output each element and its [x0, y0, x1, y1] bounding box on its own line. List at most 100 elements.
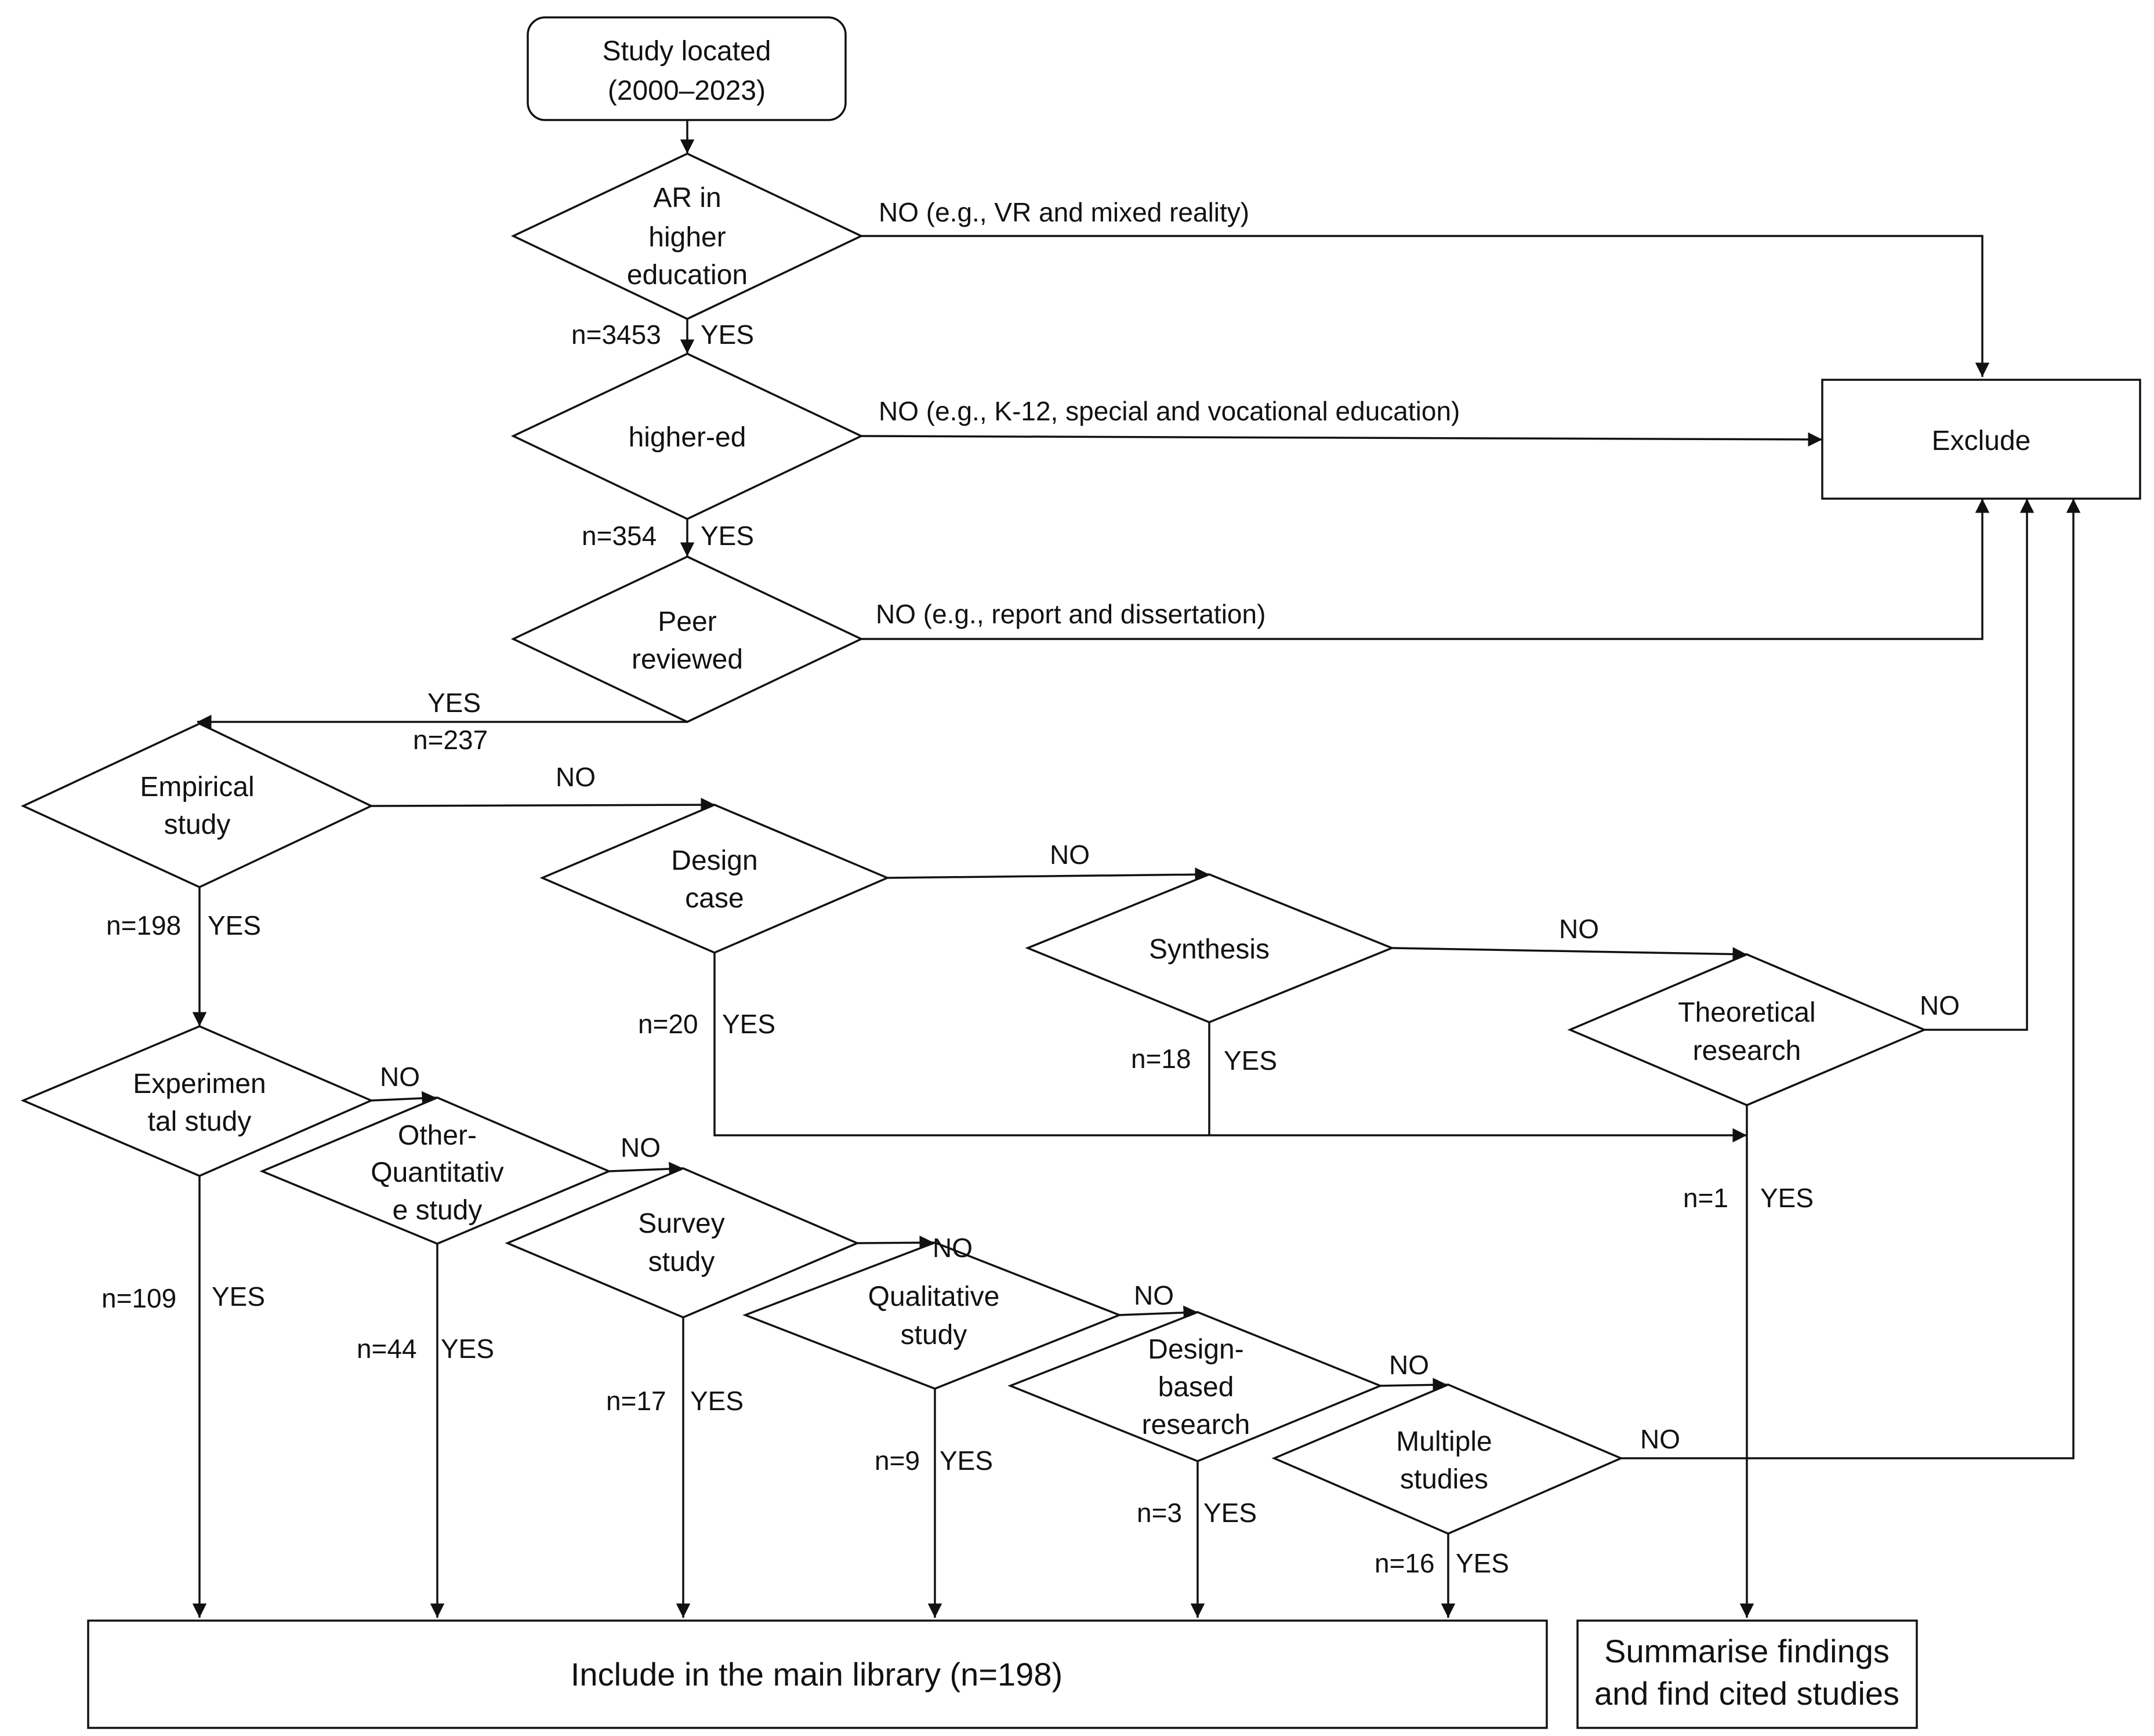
qualitative-line-1: Qualitative: [868, 1281, 1000, 1312]
dbr-yes-label: YES: [1203, 1498, 1257, 1528]
otherquant-yes-count: n=44: [357, 1334, 417, 1364]
ar-line-3: education: [627, 260, 748, 290]
edge-ar-no-to-exclude: [861, 235, 1990, 377]
ar-yes-label: YES: [701, 319, 754, 350]
decision-qualitative-study: Qualitative study: [742, 1241, 1122, 1390]
theoretical-yes-count: n=1: [1683, 1183, 1728, 1213]
edge-designcase-yes: [713, 953, 1747, 1143]
dbr-line-2: based: [1158, 1372, 1234, 1403]
otherquant-line-1: Other-: [398, 1120, 477, 1151]
edge-qualitative-no: [1119, 1305, 1198, 1320]
empirical-line-1: Empirical: [140, 772, 254, 802]
peer-no-label: NO (e.g., report and dissertation): [876, 599, 1265, 629]
theoretical-no-label: NO: [1920, 990, 1960, 1020]
experimental-yes-count: n=109: [101, 1283, 176, 1313]
survey-no-label: NO: [933, 1233, 973, 1263]
designcase-line-2: case: [685, 883, 744, 914]
otherquant-no-label: NO: [621, 1132, 661, 1163]
ar-line-1: AR in: [653, 183, 721, 213]
dbr-line-1: Design-: [1148, 1334, 1243, 1365]
highered-no-label: NO (e.g., K-12, special and vocational e…: [879, 396, 1460, 426]
edge-otherquant-no: [608, 1161, 684, 1176]
qualitative-no-label: NO: [1134, 1280, 1174, 1310]
experimental-yes-label: YES: [212, 1281, 265, 1312]
empirical-no-label: NO: [556, 762, 596, 792]
decision-synthesis: Synthesis: [1025, 873, 1395, 1023]
connectors: [192, 120, 2081, 1618]
survey-line-2: study: [648, 1247, 715, 1277]
dbr-no-label: NO: [1389, 1350, 1429, 1380]
empirical-yes-label: YES: [208, 910, 261, 940]
decision-experimental-study: Experimen tal study: [20, 1025, 374, 1177]
start-node-study-located: Study located (2000–2023): [527, 16, 847, 121]
nodes: Study located (2000–2023) AR in higher e…: [20, 16, 2141, 1729]
edge-multiple-no: [1621, 499, 2081, 1459]
peer-yes-count: n=237: [413, 725, 488, 755]
qualitative-line-2: study: [901, 1320, 967, 1350]
multiple-no-label: NO: [1640, 1424, 1680, 1454]
multiple-line-1: Multiple: [1396, 1426, 1492, 1457]
decision-design-case: Design case: [539, 804, 890, 954]
edge-peer-no-to-exclude: [861, 499, 1990, 640]
qualitative-yes-label: YES: [940, 1446, 993, 1476]
synthesis-no-label: NO: [1559, 914, 1599, 944]
end-node-summarise-findings: Summarise findings and find cited studie…: [1576, 1619, 1918, 1729]
empirical-yes-count: n=198: [106, 910, 181, 940]
edge-highered-no-to-exclude: [861, 432, 1823, 447]
decision-multiple-studies: Multiple studies: [1271, 1383, 1624, 1535]
dbr-line-3: research: [1142, 1410, 1250, 1440]
highered-yes-label: YES: [701, 521, 754, 551]
end-node-exclude: Exclude: [1821, 379, 2141, 500]
experimental-line-1: Experimen: [133, 1069, 266, 1099]
edge-designcase-no: [887, 867, 1210, 882]
study-located-line-2: (2000–2023): [608, 75, 766, 106]
highered-yes-count: n=354: [582, 521, 657, 551]
ar-no-label: NO (e.g., VR and mixed reality): [879, 197, 1249, 227]
qualitative-yes-count: n=9: [875, 1446, 920, 1476]
decision-survey-study: Survey study: [505, 1167, 860, 1319]
dbr-yes-count: n=3: [1137, 1498, 1182, 1528]
survey-yes-count: n=17: [606, 1386, 666, 1416]
theoretical-line-2: research: [1693, 1036, 1801, 1066]
edge-synthesis-no: [1391, 947, 1747, 961]
synthesis-yes-count: n=18: [1131, 1044, 1191, 1074]
multiple-yes-count: n=16: [1375, 1548, 1435, 1578]
decision-design-based-research: Design- based research: [1007, 1311, 1383, 1462]
designcase-yes-label: YES: [722, 1009, 775, 1039]
decision-empirical-study: Empirical study: [20, 722, 374, 888]
decision-other-quantitative-study: Other- Quantitativ e study: [259, 1096, 612, 1245]
ar-yes-count: n=3453: [571, 319, 661, 350]
multiple-yes-label: YES: [1456, 1548, 1509, 1578]
multiple-line-2: studies: [1400, 1464, 1488, 1495]
ar-line-2: higher: [648, 222, 726, 253]
decision-ar-higher-education: AR in higher education: [510, 152, 864, 320]
edge-labels: NO (e.g., VR and mixed reality) n=3453 Y…: [101, 197, 1960, 1578]
decision-higher-ed: higher-ed: [510, 353, 864, 520]
survey-yes-label: YES: [690, 1386, 744, 1416]
designcase-line-1: Design: [671, 845, 757, 876]
study-located-line-1: Study located: [603, 36, 771, 67]
peer-yes-label: YES: [427, 688, 481, 718]
designcase-no-label: NO: [1050, 840, 1090, 870]
decision-peer-reviewed: Peer reviewed: [510, 555, 864, 723]
summarise-line-2: and find cited studies: [1594, 1675, 1899, 1712]
exclude-label: Exclude: [1932, 426, 2031, 456]
designcase-yes-count: n=20: [638, 1009, 698, 1039]
theoretical-line-1: Theoretical: [1678, 997, 1815, 1028]
otherquant-line-3: e study: [393, 1195, 483, 1226]
synthesis-line-1: Synthesis: [1149, 934, 1270, 965]
theoretical-yes-label: YES: [1760, 1183, 1814, 1213]
synthesis-yes-label: YES: [1224, 1045, 1277, 1076]
decision-theoretical-research: Theoretical research: [1567, 953, 1927, 1106]
peer-line-1: Peer: [658, 606, 716, 637]
summarise-line-1: Summarise findings: [1604, 1633, 1890, 1669]
experimental-line-2: tal study: [148, 1106, 252, 1137]
empirical-line-2: study: [164, 809, 231, 840]
experimental-no-label: NO: [380, 1062, 420, 1092]
include-label: Include in the main library (n=198): [571, 1656, 1063, 1693]
end-node-include-main-library: Include in the main library (n=198): [87, 1619, 1548, 1729]
highered-line-1: higher-ed: [629, 422, 746, 453]
edge-dbr-no: [1380, 1378, 1448, 1392]
edge-experimental-no: [371, 1091, 437, 1106]
